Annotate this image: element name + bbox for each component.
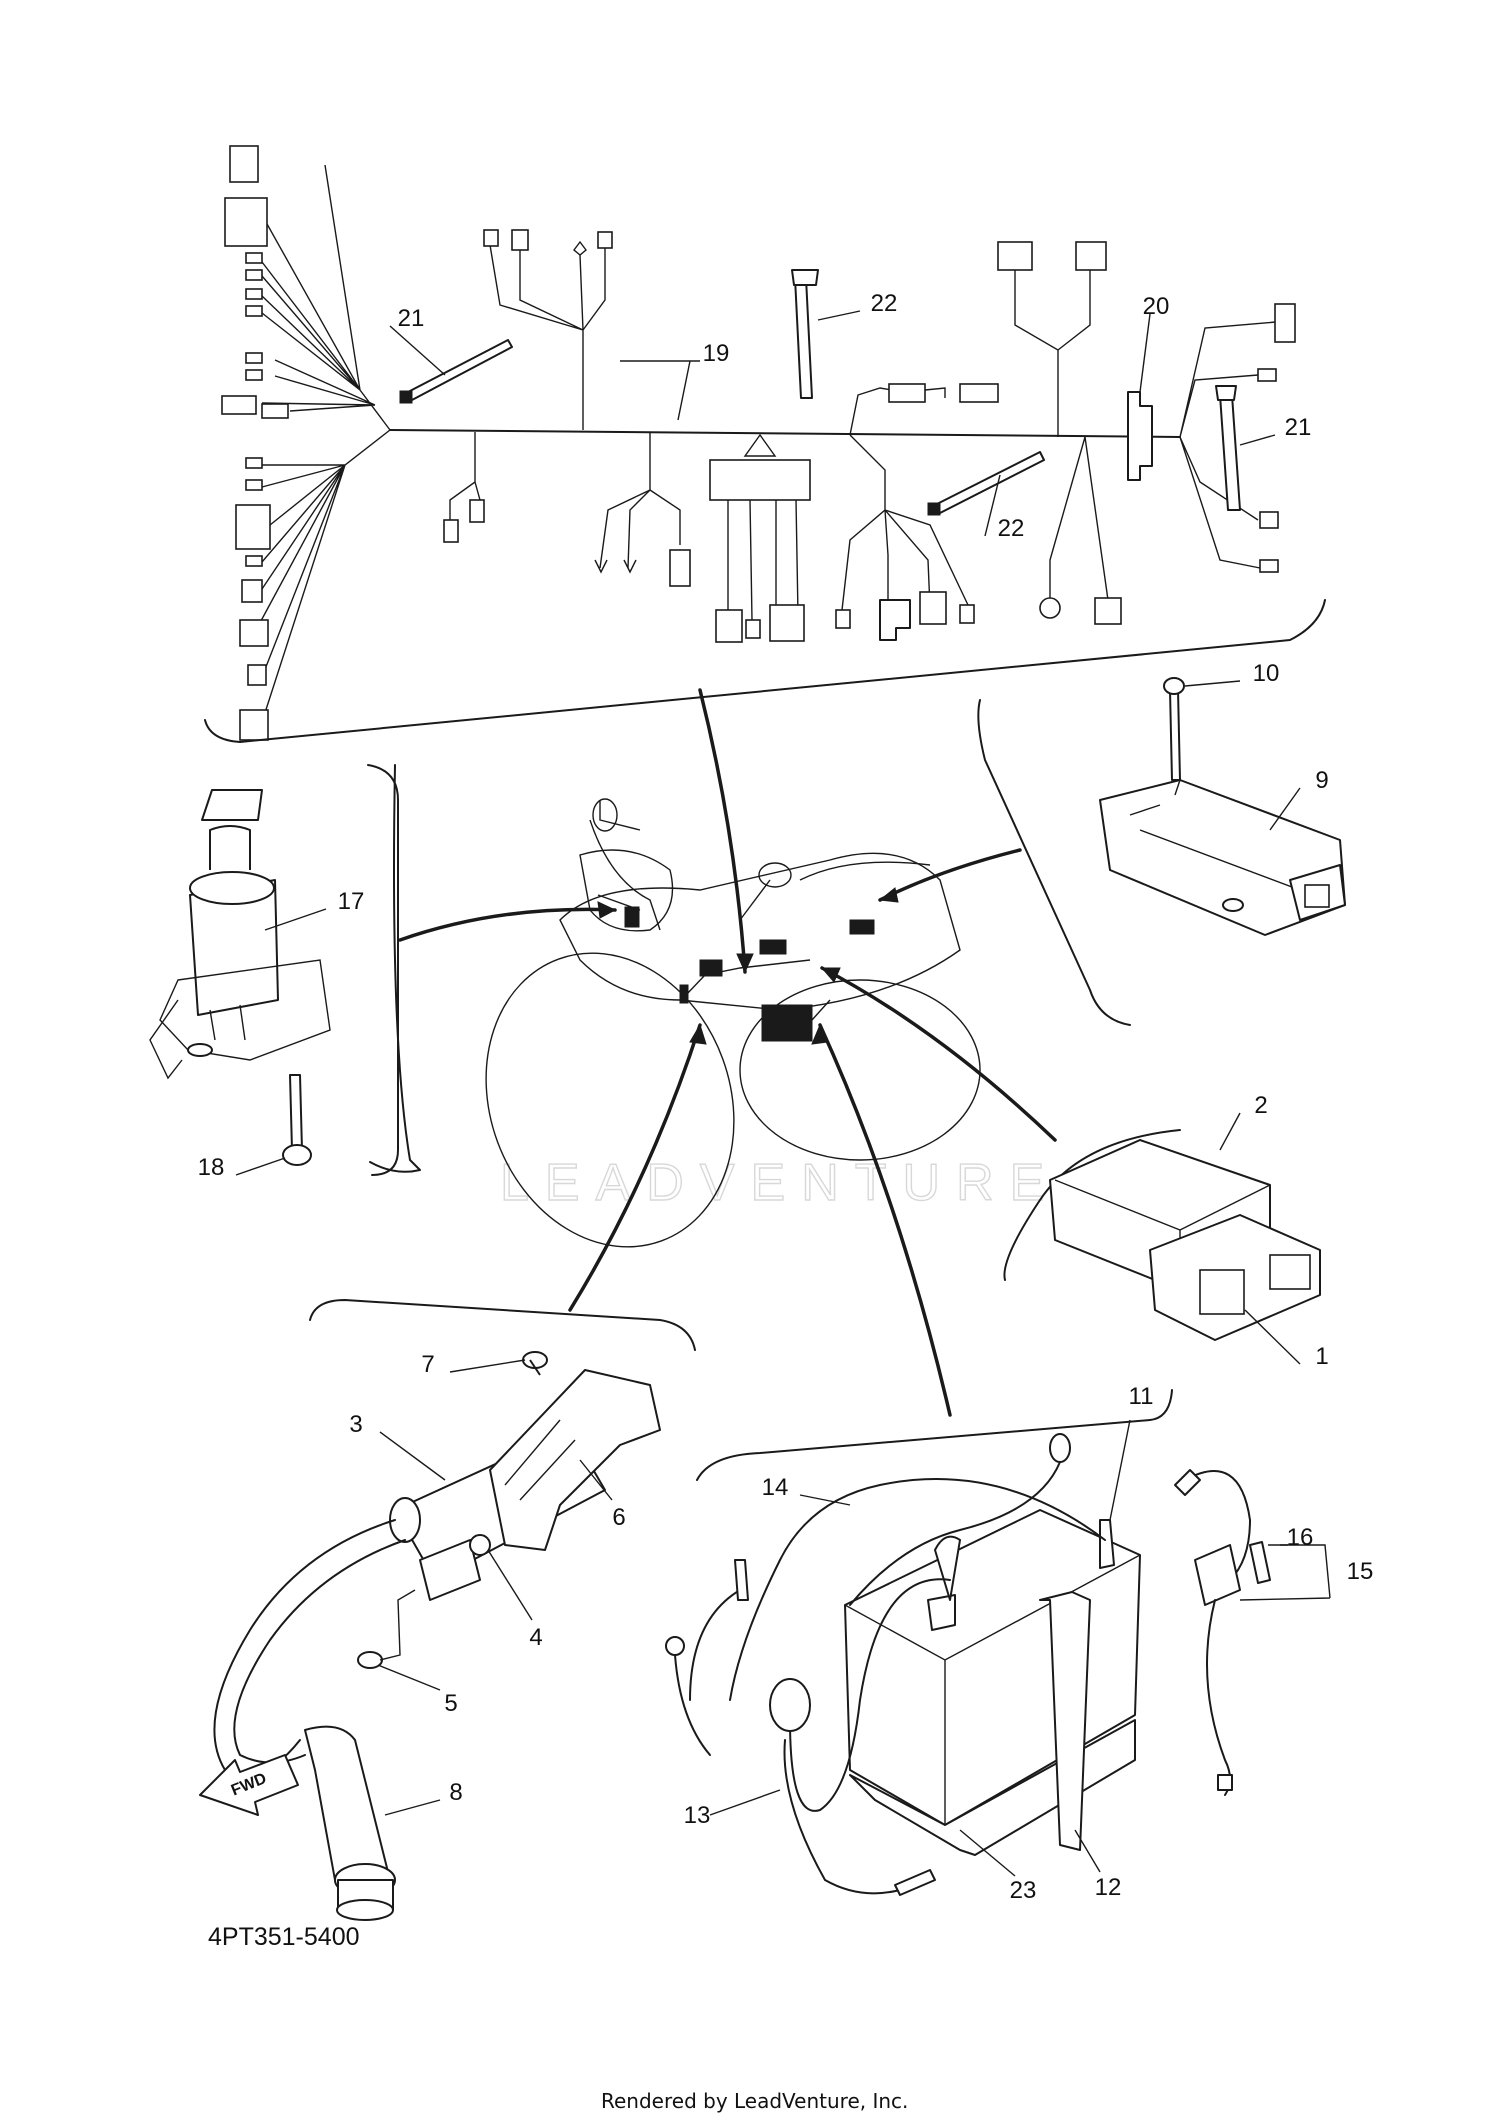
callout-6: 6	[612, 1504, 625, 1531]
callout-11: 11	[1129, 1383, 1154, 1410]
ignition-switch	[149, 789, 331, 1166]
wire-harness	[204, 145, 1326, 743]
ignition-coil	[213, 1351, 661, 1921]
callout-21: 21	[398, 305, 425, 332]
footer-credit: Rendered by LeadVenture, Inc.	[601, 2089, 908, 2113]
callout-4: 4	[529, 1624, 542, 1651]
callout-22: 22	[998, 515, 1025, 542]
callout-1: 1	[1315, 1343, 1328, 1370]
motorcycle-outline	[369, 764, 981, 1248]
callout-9: 9	[1315, 767, 1328, 794]
callout-17: 17	[338, 888, 365, 915]
callout-2: 2	[1254, 1092, 1267, 1119]
callout-leaders	[235, 310, 1301, 1877]
callout-14: 14	[762, 1474, 789, 1501]
callout-16: 16	[1287, 1524, 1314, 1551]
callout-13: 13	[684, 1802, 711, 1829]
callout-12: 12	[1095, 1874, 1122, 1901]
callout-15: 15	[1347, 1558, 1374, 1585]
callout-22: 22	[871, 290, 898, 317]
callout-5: 5	[444, 1690, 457, 1717]
callout-20: 20	[1143, 293, 1170, 320]
callout-10: 10	[1253, 660, 1280, 687]
callout-19: 19	[703, 340, 730, 367]
callout-8: 8	[449, 1779, 462, 1806]
callout-7: 7	[421, 1351, 434, 1378]
battery-assembly	[665, 1433, 1141, 1896]
cdi-unit	[1049, 1139, 1321, 1341]
rectifier-regulator	[1099, 677, 1346, 936]
callout-3: 3	[349, 1411, 362, 1438]
callout-labels: 1234567891011121314151617181920212122222…	[198, 290, 1374, 1904]
fuse-holder	[1174, 1469, 1331, 1796]
callout-23: 23	[1010, 1877, 1037, 1904]
callout-21: 21	[1285, 414, 1312, 441]
part-number: 4PT351-5400	[208, 1923, 360, 1951]
watermark: LEADVENTURE	[500, 1154, 1060, 1212]
callout-18: 18	[198, 1154, 225, 1181]
fwd-arrow-icon: FWD	[199, 1754, 299, 1816]
